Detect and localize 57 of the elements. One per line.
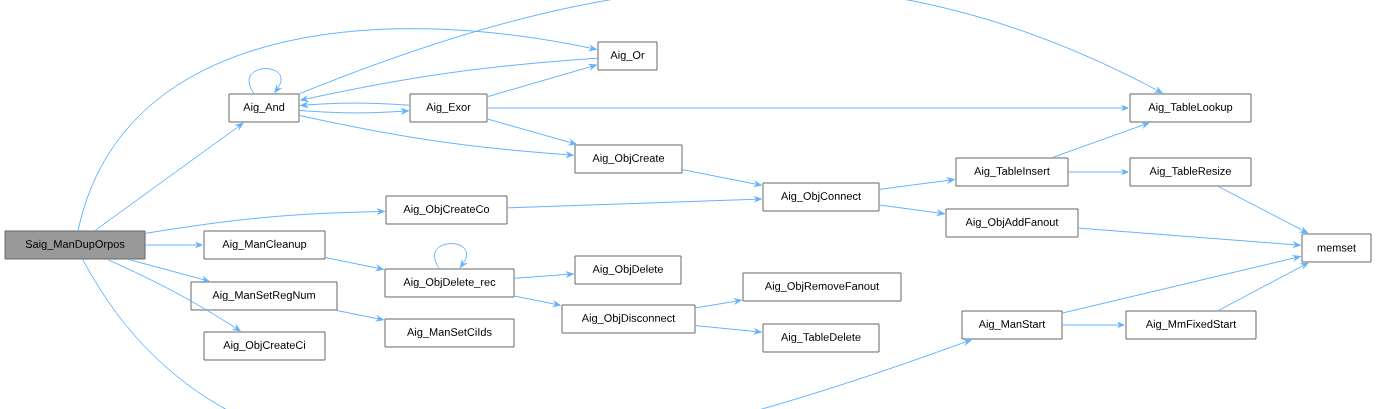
arrow — [300, 102, 410, 108]
arrow — [1062, 255, 1301, 314]
function-box: Aig_ObjDelete — [574, 255, 682, 285]
arrow — [507, 196, 762, 209]
arrow — [487, 105, 1129, 111]
function-box: Aig_TableLookup — [1129, 93, 1252, 123]
arrow — [299, 115, 574, 158]
arrow — [248, 68, 282, 94]
function-box: memset — [1301, 233, 1372, 263]
function-box: Aig_Exor — [409, 93, 488, 123]
arrow — [77, 28, 597, 231]
function-box: Saig_ManDupOrpos — [4, 230, 146, 260]
function-box: Aig_TableInsert — [955, 157, 1069, 187]
function-box: Aig_TableResize — [1129, 157, 1252, 187]
function-box: Aig_ObjCreateCi — [203, 331, 326, 361]
function-box: Aig_ObjCreate — [574, 144, 683, 174]
function-box: Aig_ManSetRegNum — [190, 281, 338, 311]
arrow — [82, 259, 972, 409]
arrow — [300, 57, 598, 102]
arrow — [682, 169, 762, 187]
arrow — [695, 298, 742, 309]
function-box: Aig_ObjAddFanout — [945, 208, 1079, 238]
function-box: Aig_ObjDelete_rec — [384, 268, 515, 298]
arrow — [1051, 122, 1150, 158]
arrow — [1062, 322, 1125, 328]
arrow — [1068, 169, 1129, 175]
arrow — [487, 64, 597, 98]
arrow — [1217, 262, 1309, 311]
arrow — [879, 204, 945, 216]
arrow — [94, 122, 244, 231]
arrow — [1078, 227, 1301, 248]
arrow — [128, 259, 210, 283]
arrow — [514, 271, 574, 279]
arrow — [879, 177, 955, 190]
function-box: Aig_Or — [597, 41, 658, 71]
function-box: Aig_ManCleanup — [203, 230, 326, 260]
arrow — [299, 0, 1163, 95]
arrow — [299, 108, 409, 115]
function-box: Aig_ObjCreateCo — [385, 195, 508, 225]
arrow — [487, 118, 577, 146]
arrow — [336, 310, 384, 322]
function-box: Aig_ObjRemoveFanout — [742, 272, 902, 302]
arrow — [695, 325, 762, 335]
arrow — [106, 259, 241, 332]
function-box: Aig_And — [228, 93, 300, 123]
function-box: Aig_ObjConnect — [762, 182, 880, 212]
arrow — [145, 242, 203, 248]
arrow — [1217, 186, 1308, 234]
arrow — [434, 243, 467, 269]
function-box: Aig_ManStart — [961, 310, 1063, 340]
arrow — [325, 257, 384, 271]
function-box: Aig_ObjDisconnect — [561, 304, 696, 334]
function-box: Aig_MmFixedStart — [1125, 310, 1257, 340]
function-box: Aig_TableDelete — [762, 323, 880, 353]
arrow — [514, 295, 561, 307]
arrow — [145, 208, 385, 234]
function-box: Aig_ManSetCiIds — [384, 318, 515, 348]
